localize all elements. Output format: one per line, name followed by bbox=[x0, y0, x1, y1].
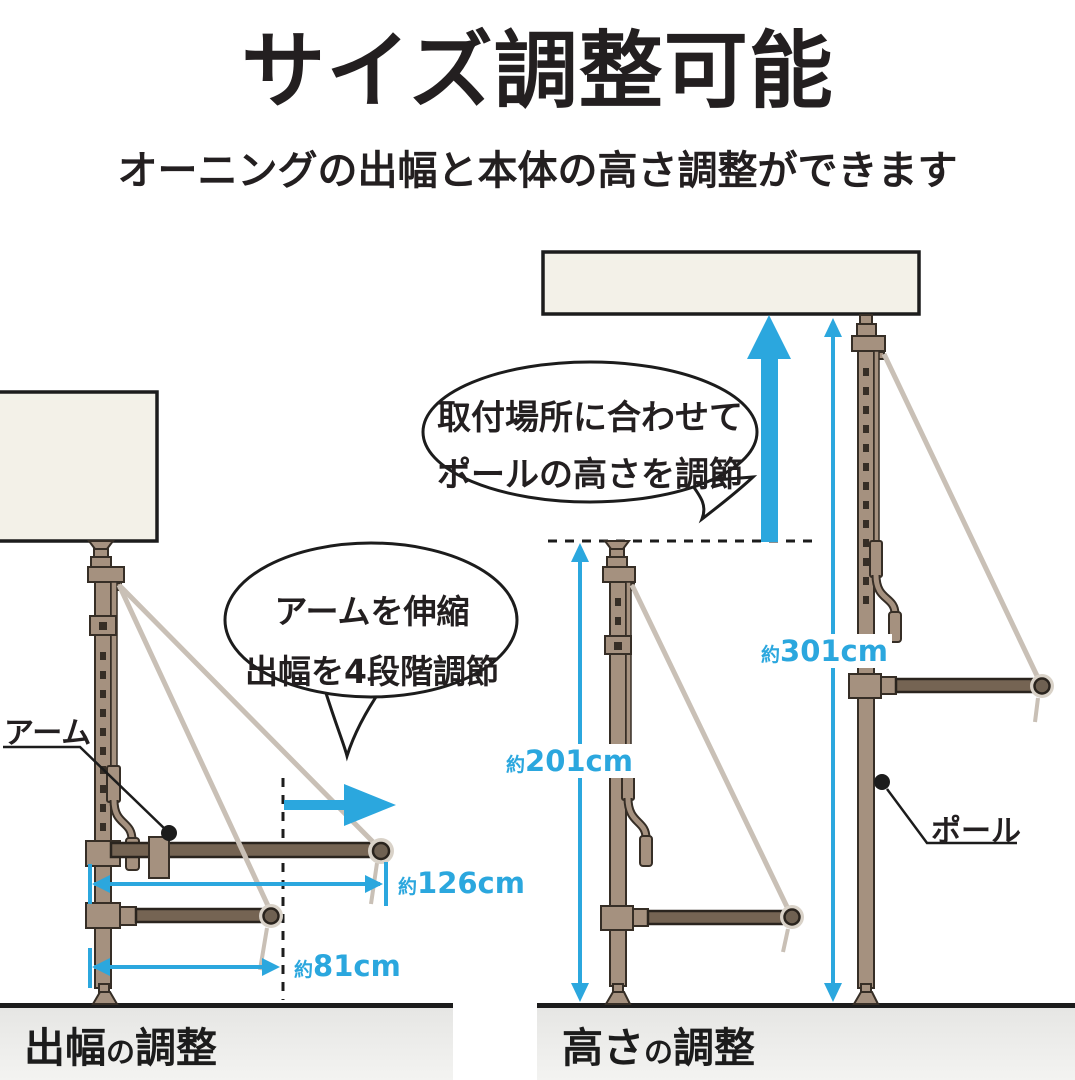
short-crank-bend bbox=[625, 797, 649, 839]
arm-leader-dot bbox=[161, 825, 177, 841]
right-caption-tail: 調整 bbox=[673, 1024, 756, 1072]
pole-holes-tall bbox=[863, 368, 869, 604]
measure-81-prefix: 約 bbox=[294, 959, 314, 981]
left-bubble-line1: アームを伸縮 bbox=[274, 592, 470, 631]
pole-leader-dot bbox=[874, 774, 890, 790]
right-bubble-text: 取付場所に合わせて ポールの高さを調節 bbox=[424, 390, 756, 504]
right-caption-main: 高さ bbox=[562, 1024, 644, 1072]
foot-base bbox=[91, 991, 119, 1005]
arm-bracket-lower bbox=[85, 902, 121, 929]
tall-pole-arm bbox=[894, 677, 1034, 694]
measure-126-prefix: 約 bbox=[398, 876, 418, 898]
left-bubble-line2: 出幅を4段階調節 bbox=[245, 652, 499, 691]
pole-label: ポール bbox=[931, 814, 1021, 849]
cable-stub-lower bbox=[258, 927, 269, 971]
left-bubble-text: アームを伸縮 出幅を4段階調節 bbox=[226, 582, 518, 702]
measure-126-value: 126cm bbox=[417, 866, 525, 900]
ground-right bbox=[537, 1003, 1075, 1080]
measure-301-value: 301cm bbox=[780, 634, 888, 668]
left-awning-box bbox=[0, 390, 159, 543]
right-bubble-line1: 取付場所に合わせて bbox=[437, 398, 743, 438]
measure-201-prefix: 約 bbox=[506, 754, 526, 776]
left-caption-tail: 調整 bbox=[135, 1024, 218, 1072]
cable-lower-left bbox=[116, 583, 273, 912]
measure-126 bbox=[88, 862, 388, 906]
pole-leader-line bbox=[885, 788, 1017, 845]
tall-crank-bend bbox=[873, 574, 898, 615]
measure-label-81: 約81cm bbox=[294, 949, 401, 983]
short-arm-joint bbox=[780, 905, 804, 929]
short-pole-arm bbox=[646, 909, 784, 926]
lower-arm-connector bbox=[119, 906, 137, 926]
right-awning-box bbox=[541, 250, 921, 316]
right-bubble-line2: ポールの高さを調節 bbox=[437, 455, 743, 495]
measure-201-value: 201cm bbox=[525, 744, 633, 778]
page-title: サイズ調整可能 bbox=[241, 22, 834, 120]
cable-tall-pole bbox=[881, 352, 1042, 682]
short-crank-grip bbox=[639, 835, 653, 867]
cable-short-pole bbox=[629, 583, 792, 913]
lower-arm-bar bbox=[134, 907, 264, 924]
arm-label: アーム bbox=[4, 716, 92, 751]
tall-arm-joint bbox=[1030, 674, 1054, 698]
ground-left bbox=[0, 1003, 453, 1080]
measure-81-value: 81cm bbox=[313, 949, 401, 983]
upper-arm-joint bbox=[368, 838, 394, 864]
ground-line-right bbox=[537, 1003, 1075, 1008]
cable-stub-short bbox=[781, 928, 790, 953]
tall-crank-grip bbox=[888, 611, 902, 643]
cable-stub-tall bbox=[1033, 697, 1040, 723]
extend-arrow-right bbox=[284, 784, 396, 826]
lower-arm-joint bbox=[259, 904, 283, 928]
measure-label-301: 約301cm bbox=[757, 634, 892, 668]
left-caption: 出幅の調整 bbox=[24, 1014, 217, 1074]
clamp-hole bbox=[99, 622, 107, 630]
left-speech-bubble bbox=[223, 541, 519, 762]
right-caption-particle: の bbox=[644, 1035, 674, 1069]
left-caption-main: 出幅 bbox=[24, 1024, 106, 1072]
measure-81 bbox=[88, 948, 280, 988]
page-subtitle: オーニングの出幅と本体の高さ調整ができます bbox=[117, 148, 958, 194]
upper-arm-tab bbox=[148, 836, 170, 879]
pole-holes-short bbox=[615, 598, 621, 625]
pole-top-cap bbox=[87, 540, 115, 550]
ground-line-left bbox=[0, 1003, 453, 1008]
raise-arrow-up bbox=[747, 315, 791, 542]
measure-label-201: 約201cm bbox=[502, 744, 637, 778]
pole-collar bbox=[87, 566, 125, 583]
arm-leader-line bbox=[3, 745, 168, 832]
left-caption-particle: の bbox=[106, 1035, 136, 1069]
crank-rod bbox=[110, 581, 118, 769]
right-caption: 高さの調整 bbox=[562, 1014, 755, 1074]
right-speech-bubble bbox=[421, 360, 759, 524]
measure-301-prefix: 約 bbox=[761, 644, 781, 666]
measure-label-126: 約126cm bbox=[398, 866, 525, 900]
crank-bend bbox=[111, 799, 135, 841]
tall-pole-assembly bbox=[848, 314, 897, 1005]
